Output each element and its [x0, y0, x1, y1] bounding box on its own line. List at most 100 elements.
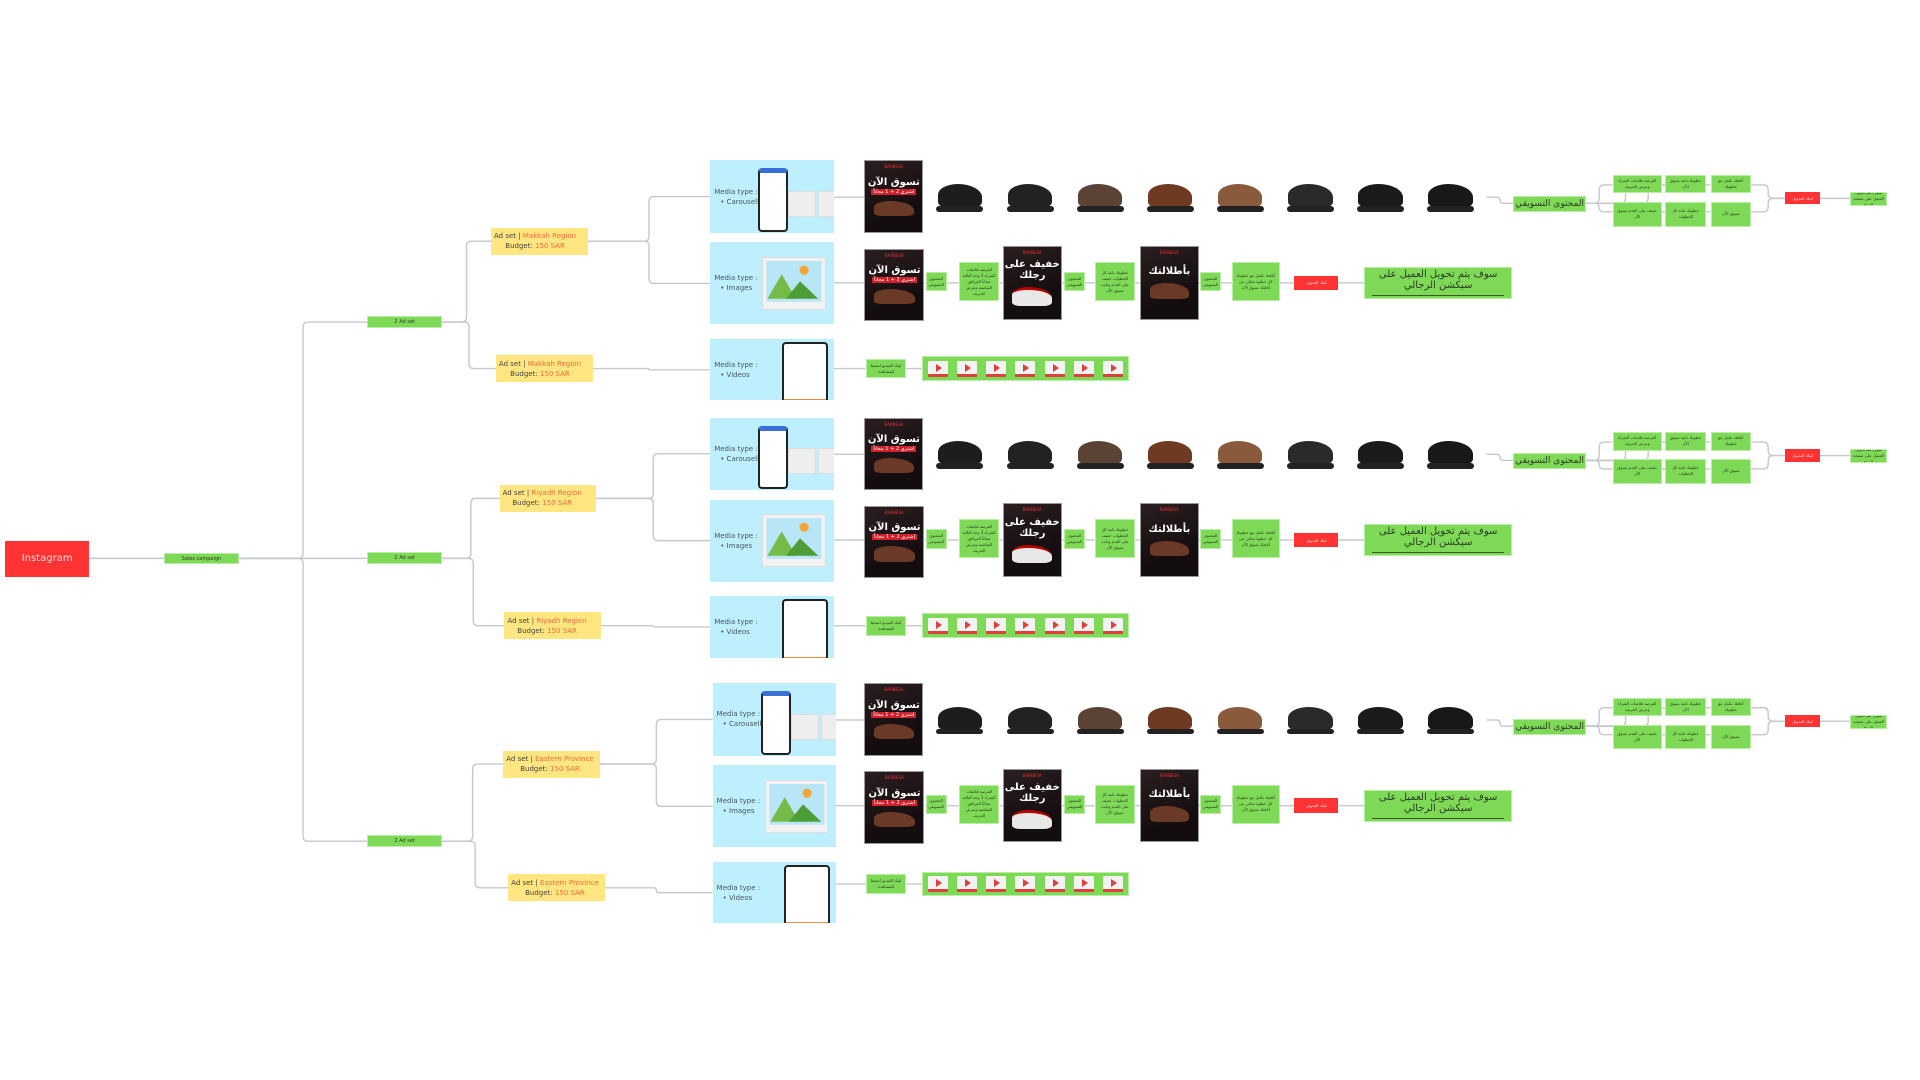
marketing-content-node[interactable]: المحتوى التسويقي — [1513, 195, 1586, 212]
redirect-section-link[interactable]: سوف يتم تحويل العميل على سيكشن الرجالي — [1364, 266, 1513, 299]
ad-set-count-node[interactable]: 2 Ad set — [367, 835, 443, 848]
redirect-section-link[interactable]: سوف يتم تحويل العميل على سيكشن الرجالي — [1364, 789, 1513, 822]
connector — [587, 195, 711, 242]
media-type-node-videos[interactable]: Media type :• Videos — [710, 339, 834, 401]
marketing-text-box: خفيف على القدم تسوق الآن — [1612, 202, 1662, 227]
poster-headline: تسوق الآن — [868, 522, 921, 534]
budget-line: Budget: 150 SAR — [499, 369, 581, 379]
media-type-node-carousel[interactable]: Media type :• Carousell — [710, 417, 834, 490]
video-play-icon[interactable] — [1044, 360, 1065, 377]
product-photo — [1210, 160, 1270, 228]
video-play-icon[interactable] — [1074, 617, 1094, 634]
video-play-icon[interactable] — [1103, 876, 1124, 893]
video-play-icon[interactable] — [1015, 617, 1036, 634]
instagram-root-node[interactable]: Instagram — [4, 541, 90, 577]
marketing-text-box: أناقتك تكمل مع خطوتك — [1710, 175, 1752, 194]
video-play-icon[interactable] — [956, 876, 977, 893]
connector — [1585, 202, 1613, 213]
conversion-link-node[interactable]: لينك التحويل — [1785, 449, 1820, 462]
carousel-card — [820, 713, 837, 741]
small-marketing-label: المحتوى التسويقي — [1200, 271, 1221, 292]
connector — [596, 625, 711, 628]
conversion-link-node[interactable]: لينك التحويل — [1785, 192, 1820, 205]
media-type-node-videos[interactable]: Media type :• Videos — [712, 862, 837, 924]
poster-offer-tag: اشتري 2 + 1 مجاناً — [871, 276, 917, 283]
video-play-icon[interactable] — [986, 617, 1007, 634]
ad-set-count-node[interactable]: 2 Ad set — [367, 315, 443, 329]
poster-headline: بأطلالتك — [1148, 266, 1191, 278]
media-type-label: Media type : — [714, 187, 758, 196]
small-marketing-label: المحتوى التسويقي — [1064, 271, 1085, 292]
sales-campaign-node[interactable]: Sales campaign — [164, 553, 239, 565]
media-type-node-videos[interactable]: Media type :• Videos — [710, 596, 834, 658]
media-type-node-carousel[interactable]: Media type :• Carousell — [710, 160, 834, 233]
video-play-icon[interactable] — [986, 876, 1007, 893]
video-play-icon[interactable] — [1044, 617, 1065, 634]
video-play-icon[interactable] — [927, 617, 948, 634]
media-type-label: Media type : — [716, 883, 761, 892]
budget-value: 150 SAR — [542, 499, 572, 508]
media-type-node-images[interactable]: Media type :• Images — [710, 242, 834, 325]
media-type-node-images[interactable]: Media type :• Images — [712, 765, 837, 848]
video-play-icon[interactable] — [986, 360, 1007, 377]
conversion-link-node[interactable]: لينك التحويل — [1294, 275, 1339, 291]
redirect-url-underline — [1372, 295, 1504, 297]
redirect-product-node: سوف يتم تحويل العميل على صفحة المنتج — [1850, 449, 1887, 463]
ad-set-count-node[interactable]: 2 Ad set — [367, 552, 443, 565]
region-name: Makkah Region — [527, 359, 582, 368]
shoe-sole — [1146, 206, 1194, 212]
connector — [596, 452, 711, 500]
shoe-sole — [1286, 206, 1334, 212]
shoe-sole — [1146, 463, 1194, 469]
conversion-link-node[interactable]: لينك التحويل — [1294, 532, 1339, 548]
video-play-icon[interactable] — [956, 360, 977, 377]
video-play-icon[interactable] — [1074, 876, 1094, 893]
shoe-graphic — [1007, 183, 1053, 209]
budget-value: 150 SAR — [554, 888, 585, 897]
poster-headline: تسوق الآن — [868, 787, 921, 799]
shoe-graphic — [1287, 441, 1333, 466]
conversion-link-node[interactable]: لينك التحويل — [1294, 798, 1339, 814]
product-photo — [1280, 417, 1340, 485]
video-play-icon[interactable] — [1103, 360, 1124, 377]
redirect-product-node: سوف يتم تحويل العميل على صفحة المنتج — [1850, 192, 1887, 206]
video-play-icon[interactable] — [1015, 876, 1036, 893]
phone-video-icon — [784, 865, 831, 924]
redirect-section-link[interactable]: سوف يتم تحويل العميل على سيكشن الرجالي — [1364, 524, 1513, 556]
media-type-node-carousel[interactable]: Media type :• Carousell — [712, 683, 837, 756]
video-play-icon[interactable] — [1015, 360, 1036, 377]
video-play-icon[interactable] — [1074, 360, 1094, 377]
ad-set-line: Ad set | Makkah Region — [494, 231, 576, 241]
video-play-icon[interactable] — [956, 617, 977, 634]
marketing-content-node[interactable]: المحتوى التسويقي — [1513, 718, 1586, 735]
mountain-sun-icon — [769, 784, 824, 825]
ad-copy-text-box: خطوتك ثابتة كل الخطوات خفيف على القدم وث… — [1094, 784, 1136, 825]
video-play-icon[interactable] — [1044, 876, 1065, 893]
video-play-icon[interactable] — [1103, 617, 1124, 634]
marketing-content-node[interactable]: المحتوى التسويقي — [1513, 453, 1586, 469]
poster-offer-tag: اشتري 2 + 1 مجاناً — [871, 445, 917, 452]
shoe-graphic — [1217, 183, 1263, 209]
product-photo — [1070, 417, 1130, 485]
connector — [442, 240, 492, 323]
phone-carousel-icon — [760, 691, 791, 755]
video-play-icon[interactable] — [927, 360, 948, 377]
product-photo — [1000, 160, 1060, 228]
carousel-card — [788, 447, 817, 475]
shoe-graphic — [1149, 806, 1190, 823]
conversion-link-node[interactable]: لينك التحويل — [1785, 715, 1820, 728]
media-type-node-images[interactable]: Media type :• Images — [710, 499, 834, 582]
media-type-text: Media type :• Images — [717, 796, 760, 816]
media-type-value: • Videos — [720, 627, 750, 636]
video-play-icon[interactable] — [927, 876, 948, 893]
